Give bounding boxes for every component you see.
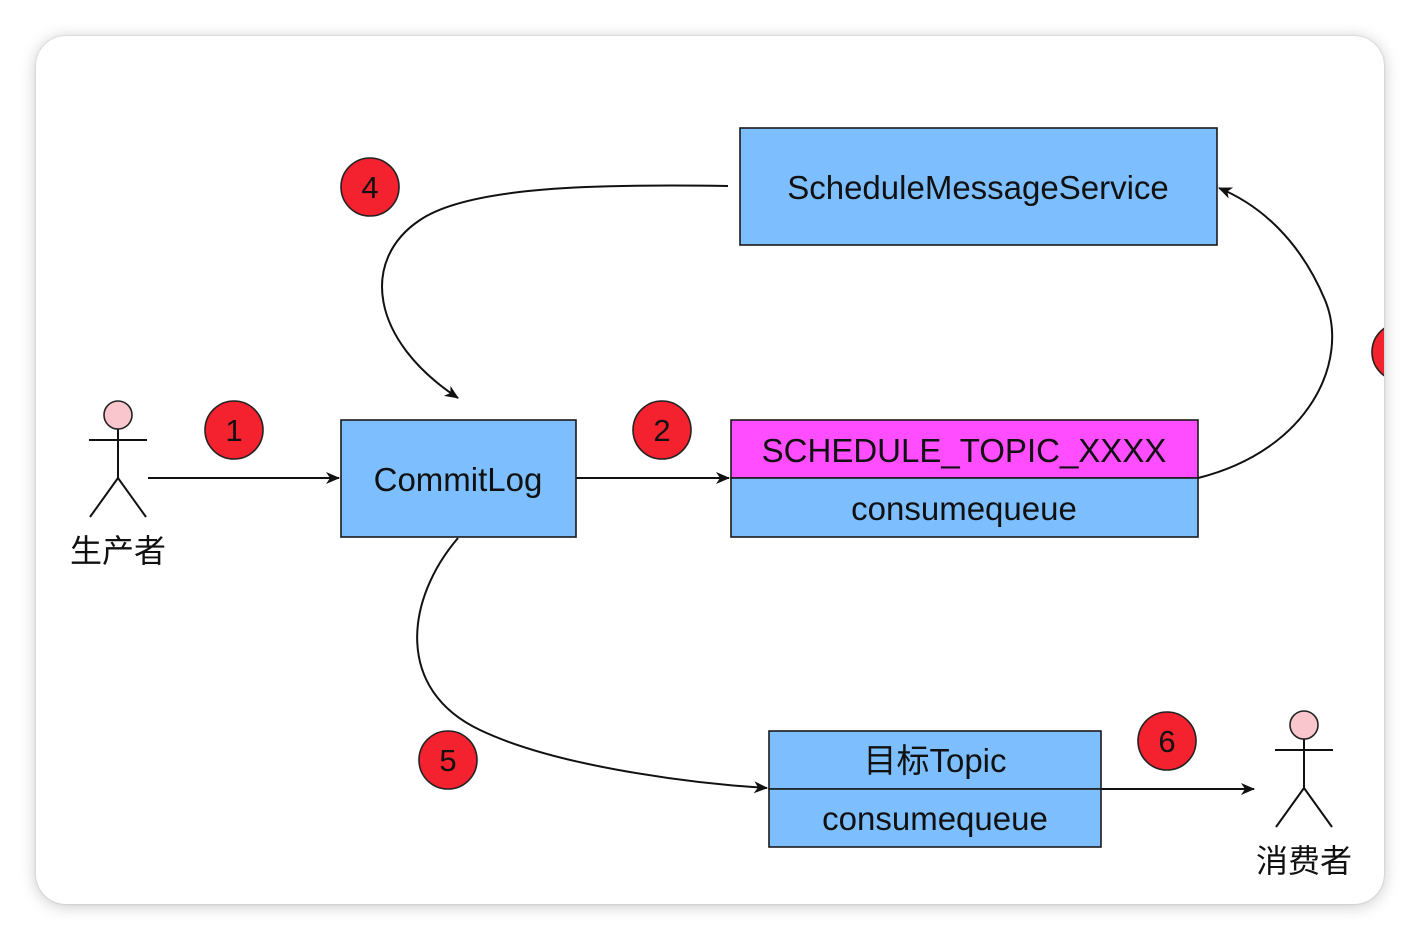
diagram-canvas: ScheduleMessageService CommitLog SCHEDUL… [36,36,1384,904]
flow-diagram: ScheduleMessageService CommitLog SCHEDUL… [70,127,1384,880]
edge-service-to-commitlog [381,184,729,399]
step-badge-2: 2 [632,400,692,460]
node-target-topic-title: 目标Topic [863,742,1006,779]
node-commitlog-label: CommitLog [374,461,543,498]
step-badge-5-label: 5 [439,743,456,778]
node-schedule-topic: SCHEDULE_TOPIC_XXXX consumequeue [730,419,1199,538]
step-badge-2-label: 2 [653,413,670,448]
actor-head-icon [103,400,133,430]
node-target-topic-sub: consumequeue [822,800,1048,837]
actor-consumer: 消费者 [1256,710,1352,880]
actor-head-icon [1289,710,1319,740]
step-badge-5: 5 [418,730,478,790]
node-target-topic: 目标Topic consumequeue [768,730,1102,848]
actor-producer-label: 生产者 [70,532,166,570]
node-schedule-topic-title: SCHEDULE_TOPIC_XXXX [762,432,1167,469]
node-schedule-message-service: ScheduleMessageService [739,127,1218,246]
edge-commitlog-to-target-topic [416,537,768,794]
node-schedule-topic-sub: consumequeue [851,490,1077,527]
step-badge-6: 6 [1137,711,1197,771]
actor-producer: 生产者 [70,400,166,570]
step-badge-6-label: 6 [1158,724,1175,759]
step-badge-1-label: 1 [225,413,242,448]
actor-consumer-label: 消费者 [1256,842,1352,880]
step-badge-4: 4 [340,157,400,217]
step-badge-4-label: 4 [361,170,378,205]
step-badge-1: 1 [204,400,264,460]
edge-schedule-topic-to-service [1197,187,1334,479]
node-commitlog: CommitLog [340,419,577,538]
node-schedule-message-service-label: ScheduleMessageService [787,169,1169,206]
step-badge-clipped [1371,327,1384,377]
